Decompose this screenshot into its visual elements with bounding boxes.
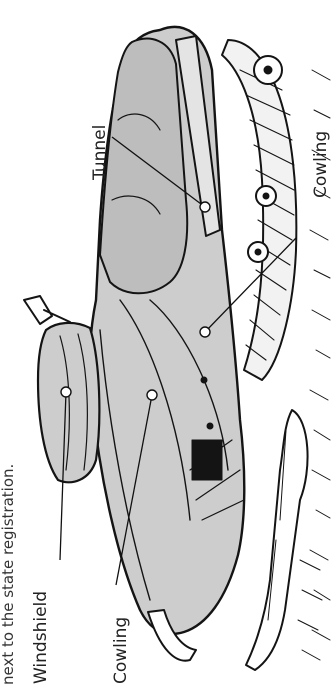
dot-tunnel	[200, 202, 210, 212]
label-cowling-left: Cowling	[111, 617, 131, 684]
dot-cowling-right	[200, 327, 210, 337]
caption-text: next to the state registration.	[0, 464, 17, 685]
ski	[246, 410, 308, 670]
snowmobile-body	[90, 27, 244, 661]
label-windshield: Windshield	[31, 591, 51, 684]
dot-windshield	[61, 387, 71, 397]
dot-cowling-left	[147, 390, 157, 400]
label-cowling-right: Cowling	[311, 131, 331, 198]
label-tunnel: Tunnel	[90, 125, 110, 181]
